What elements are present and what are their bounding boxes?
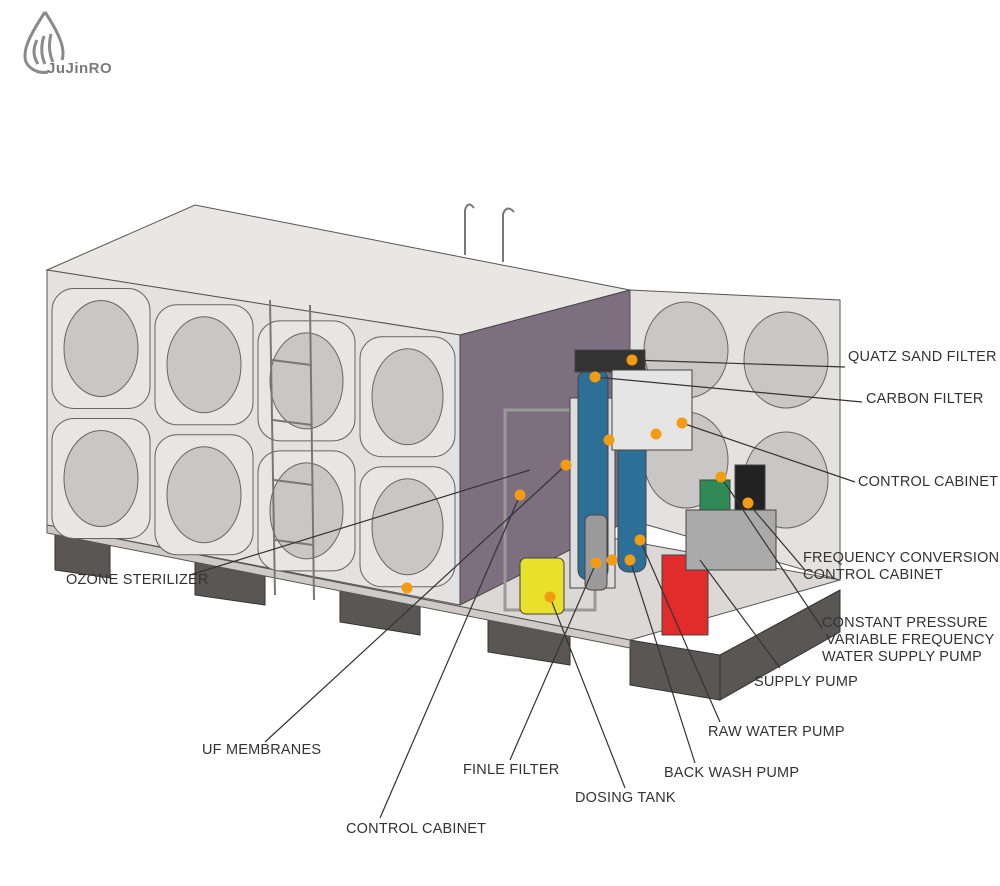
marker-dot <box>544 591 556 603</box>
label-frequency-conversion: FREQUENCY CONVERSION CONTROL CABINET <box>803 549 999 585</box>
marker-dot <box>626 354 638 366</box>
tank-panel-dome <box>63 429 139 527</box>
marker-dot <box>603 434 615 446</box>
label-control-cabinet-bottom: CONTROL CABINET <box>346 821 487 837</box>
tank-panel-dome <box>63 299 139 397</box>
label-line: CONSTANT PRESSURE <box>822 615 988 631</box>
logo-flame-icon <box>23 11 65 74</box>
tank-panel-dome <box>269 332 344 430</box>
marker-dot <box>715 471 727 483</box>
marker-dot <box>676 417 688 429</box>
label-back-wash-pump: BACK WASH PUMP <box>664 765 800 781</box>
label-raw-water-pump: RAW WATER PUMP <box>708 724 845 740</box>
label-supply-pump: SUPPLY PUMP <box>754 674 859 690</box>
label-dosing-tank: DOSING TANK <box>575 790 676 806</box>
label-line: CONTROL CABINET <box>803 567 944 583</box>
label-finle-filter: FINLE FILTER <box>463 762 560 778</box>
tank-panel-dome <box>269 462 344 560</box>
marker-dot <box>589 371 601 383</box>
label-uf-membranes: UF MEMBRANES <box>202 742 322 758</box>
marker-dot <box>590 557 602 569</box>
tank-panel-dome <box>371 348 444 446</box>
marker-dot <box>606 554 618 566</box>
label-ozone-sterilizer: OZONE STERILIZER <box>66 572 209 588</box>
marker-dot <box>650 428 662 440</box>
label-line: WATER SUPPLY PUMP <box>822 649 982 665</box>
marker-dot <box>560 459 572 471</box>
markers <box>401 354 754 603</box>
label-control-cabinet-right: CONTROL CABINET <box>858 474 999 490</box>
marker-dot <box>742 497 754 509</box>
marker-dot <box>634 534 646 546</box>
tank-panel-dome <box>371 478 444 576</box>
marker-dot <box>401 582 413 594</box>
marker-dot <box>514 489 526 501</box>
label-constant-pressure-pump: CONSTANT PRESSURE VARIABLE FREQUENCY WAT… <box>822 614 995 667</box>
logo: JuJinRO <box>47 60 113 77</box>
label-line: VARIABLE FREQUENCY <box>826 632 995 648</box>
tank-panel-dome <box>166 446 242 544</box>
marker-dot <box>624 554 636 566</box>
ladder <box>269 203 515 601</box>
label-quartz-sand-filter: QUATZ SAND FILTER <box>848 349 997 365</box>
label-line: FREQUENCY CONVERSION <box>803 550 1000 566</box>
tank-panel-dome <box>166 316 242 414</box>
leader-lines <box>189 359 863 819</box>
tank-panel-dome <box>743 311 829 409</box>
label-carbon-filter: CARBON FILTER <box>866 391 984 407</box>
